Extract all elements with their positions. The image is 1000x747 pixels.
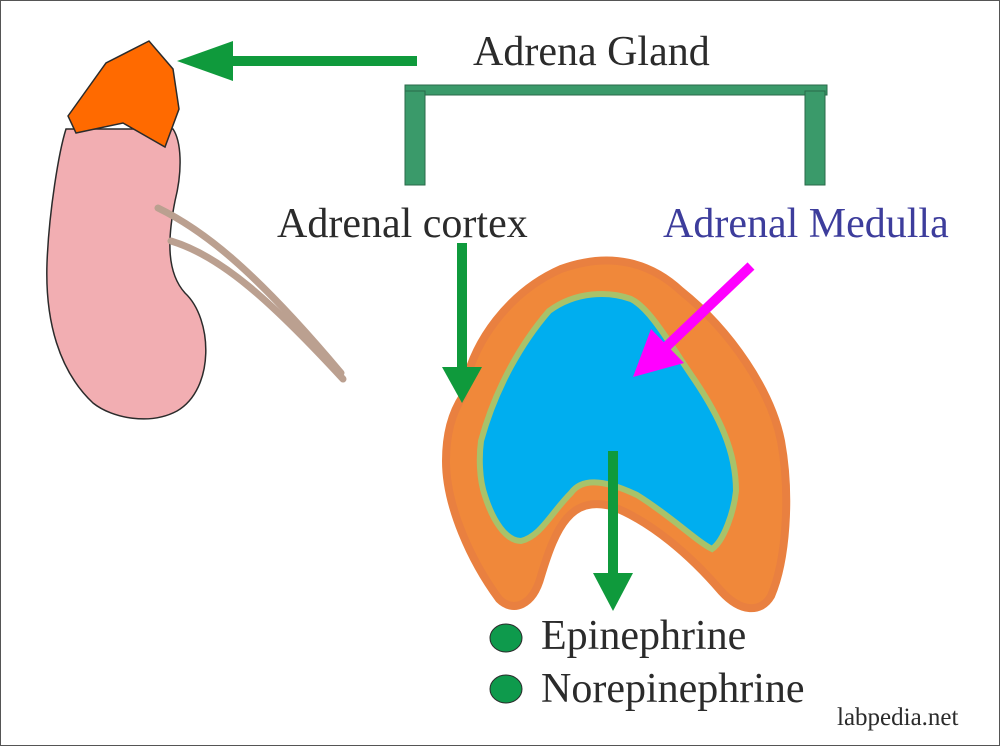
ureter-vessels — [154, 204, 347, 383]
hormone-epinephrine-label: Epinephrine — [541, 613, 747, 659]
cortex-arrow — [442, 243, 482, 403]
kidney-shape — [46, 128, 207, 420]
adrenal-medulla-label: Adrenal Medulla — [663, 201, 949, 247]
title-arrow — [177, 41, 417, 81]
division-bracket — [404, 84, 828, 186]
secretion-arrow — [593, 451, 633, 611]
medulla-arrow — [633, 262, 755, 377]
adrenal-gland-cap — [67, 40, 180, 149]
bullet-epinephrine — [489, 623, 523, 653]
adrenal-cortex-label: Adrenal cortex — [277, 201, 528, 247]
hormone-norepinephrine-label: Norepinephrine — [541, 666, 805, 712]
bullet-norepinephrine — [489, 674, 523, 704]
source-credit: labpedia.net — [837, 704, 959, 731]
diagram-title: Adrena Gland — [473, 29, 710, 75]
